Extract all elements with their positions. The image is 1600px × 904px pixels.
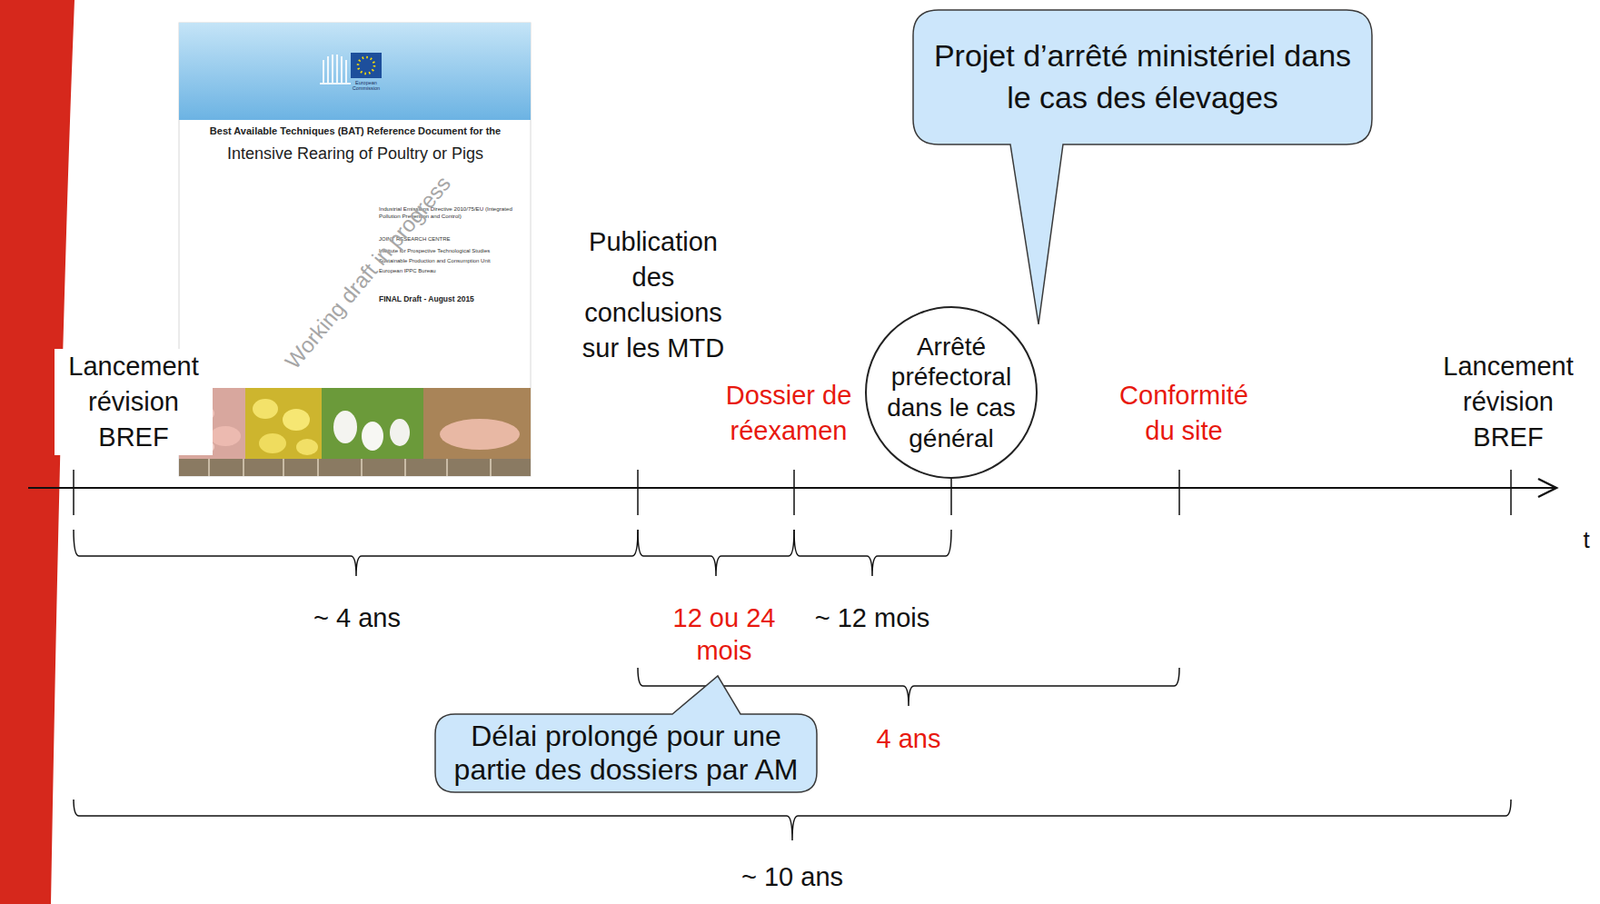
brace — [73, 799, 1511, 841]
chick — [252, 398, 279, 419]
duration-label: 4 ans — [835, 722, 982, 756]
ducks-photo — [321, 387, 424, 459]
speech-callout: Délai prolongé pour une partie des dossi… — [435, 714, 817, 793]
milestone-label: Lancement révision BREF — [54, 348, 213, 456]
milestone-label: Conformité du site — [1102, 377, 1266, 449]
commission-building-logo — [319, 54, 351, 84]
milestone-label: Publication des conclusions sur les MTD — [570, 224, 736, 368]
brace — [794, 529, 952, 577]
axis-label: t — [1577, 525, 1596, 556]
duration-label: ~ 4 ans — [266, 601, 448, 635]
speech-callout: Projet d’arrêté ministériel dans le cas … — [913, 9, 1372, 145]
cover-title: Intensive Rearing of Poultry or Pigs — [180, 143, 530, 165]
chicks-photo — [245, 387, 322, 459]
milestone-label: Lancement révision BREF — [1431, 348, 1586, 456]
pig-photo — [423, 387, 531, 459]
cover-author: European IPPC Bureau — [378, 268, 529, 276]
time-axis — [28, 486, 1556, 489]
eu-flag — [350, 52, 382, 79]
duck — [333, 410, 358, 444]
callout-outline — [435, 675, 817, 793]
milestone-circle: Arrêté préfectoral dans le cas général — [864, 306, 1038, 479]
chick — [258, 433, 287, 454]
node-text: Projet d’arrêté ministériel dans le cas … — [933, 35, 1352, 120]
duck — [361, 421, 384, 451]
milestone-label: Dossier de réexamen — [702, 377, 875, 449]
cover-author: Sustainable Production and Consumption U… — [378, 258, 529, 266]
photo-strip — [178, 458, 531, 477]
chick — [296, 438, 319, 456]
duration-label: 12 ou 24 mois — [665, 601, 784, 668]
callout-shape — [913, 9, 1372, 145]
cover-draft-date: FINAL Draft - August 2015 — [378, 294, 529, 305]
node-text: Arrêté préfectoral dans le cas général — [879, 331, 1024, 454]
piglet — [209, 426, 241, 447]
duration-label: ~ 12 mois — [795, 601, 950, 635]
callout-outline — [913, 9, 1372, 325]
brace — [73, 529, 638, 577]
cover-subtitle: Best Available Techniques (BAT) Referenc… — [182, 125, 528, 139]
brace — [637, 529, 795, 577]
duck — [389, 418, 410, 447]
axis-arrowhead — [1538, 478, 1557, 497]
cover-header — [178, 22, 531, 120]
pig — [439, 418, 520, 450]
duration-label: ~ 10 ans — [701, 861, 884, 894]
axis-ticks — [73, 469, 1511, 516]
logo-caption: European Commission — [345, 79, 388, 92]
photo-strip-dividers — [208, 458, 491, 477]
chick — [282, 408, 310, 431]
eu-flag-stars — [357, 57, 375, 74]
report-cover — [178, 22, 531, 477]
node-text: Délai prolongé pour une partie des dossi… — [447, 719, 805, 787]
